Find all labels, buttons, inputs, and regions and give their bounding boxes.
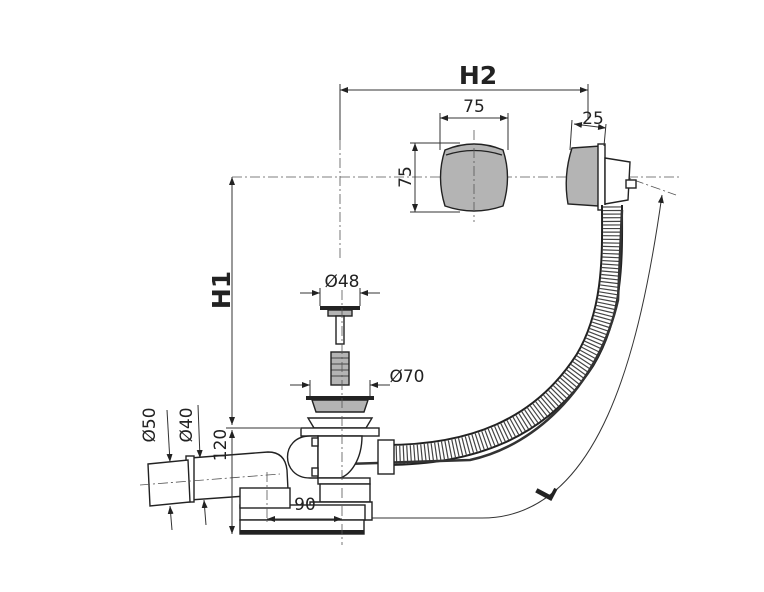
trap-offset-dimension: 90 — [267, 495, 342, 522]
pipe-inner-diameter-label: Ø40 — [177, 407, 197, 442]
trap-offset-label: 90 — [294, 495, 316, 515]
outlet-pipe: Ø50 Ø40 — [139, 404, 291, 531]
overflow-body: 25 — [565, 109, 637, 211]
pipe-outer-diameter-label: Ø50 — [140, 407, 160, 442]
flexible-hose — [335, 204, 624, 475]
h2-dimension: H2 — [339, 61, 589, 258]
h1-dimension: H1 120 — [207, 177, 300, 534]
h2-label: H2 — [459, 61, 497, 90]
trap-height-label: 120 — [211, 429, 231, 461]
h1-label: H1 — [207, 271, 236, 309]
plug-diameter-label: Ø48 — [324, 272, 359, 292]
overflow-depth-label: 25 — [582, 109, 604, 129]
knob-height-label: 75 — [396, 166, 416, 188]
knob-width-label: 75 — [463, 97, 485, 117]
drain-diameter-label: Ø70 — [389, 367, 424, 387]
overflow-knob: 75 75 — [396, 97, 509, 222]
drain-plug: Ø48 — [300, 272, 380, 386]
hose-length-label: L — [530, 478, 563, 506]
